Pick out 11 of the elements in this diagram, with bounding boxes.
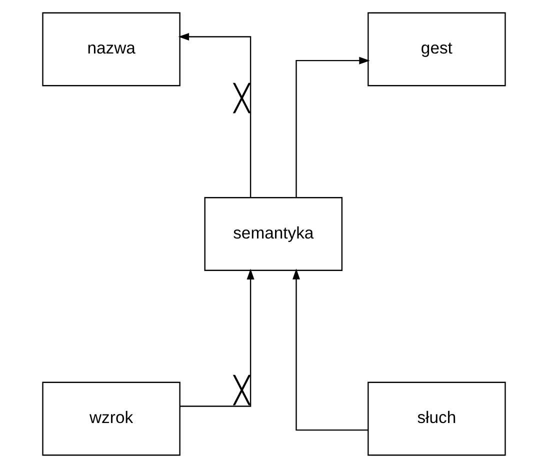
node-box: semantyka [204, 197, 343, 271]
node-box: nazwa [42, 12, 180, 86]
arrow [180, 268, 254, 407]
arrow [296, 56, 370, 198]
arrow [292, 268, 368, 431]
node-box: słuch [368, 382, 506, 456]
node-box: wzrok [42, 382, 180, 456]
edge-label: ╳ [234, 374, 250, 405]
node-box: gest [368, 12, 506, 86]
edge-label: ╳ [234, 82, 250, 113]
arrow [178, 32, 252, 198]
